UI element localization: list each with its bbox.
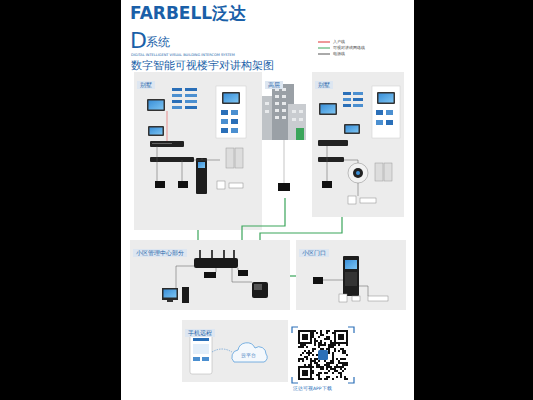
network-line [197, 230, 198, 240]
building [262, 84, 306, 191]
management-devices [162, 250, 268, 303]
network-line [290, 275, 296, 276]
gate-devices [313, 256, 388, 302]
qr-caption: 泛达可视APP下载 [293, 386, 332, 391]
legend-text: 电源线 [333, 51, 345, 57]
subtitle: DIGITAL INTELLIGENT VISUAL BUILDING INTE… [131, 53, 235, 57]
system-letter: D [130, 28, 147, 53]
region-heading: 小区门口 [299, 249, 329, 257]
cloud-label: 云平台 [241, 353, 256, 359]
region-heading: 别墅 [137, 81, 155, 89]
network-line [242, 198, 285, 240]
villa-devices [318, 86, 400, 204]
qr-code [292, 327, 354, 383]
legend-text: 入户线 [333, 39, 345, 45]
region-heading: 手机远程 [185, 329, 215, 337]
brand-logo: FARBELL泛达 [130, 4, 246, 24]
legend-samples [318, 42, 330, 54]
system-word: 系统 [146, 36, 170, 50]
network-line [260, 217, 342, 240]
legend-text: 可视对讲或网络线 [333, 45, 365, 51]
mobile-devices [190, 334, 267, 374]
region-heading: 高层 [265, 81, 283, 89]
region-heading: 别墅 [315, 81, 333, 89]
villa-devices [147, 86, 246, 194]
diagram-title: 数字智能可视楼宇对讲构架图 [131, 60, 274, 73]
region-heading: 小区管理中心部分 [133, 249, 187, 257]
